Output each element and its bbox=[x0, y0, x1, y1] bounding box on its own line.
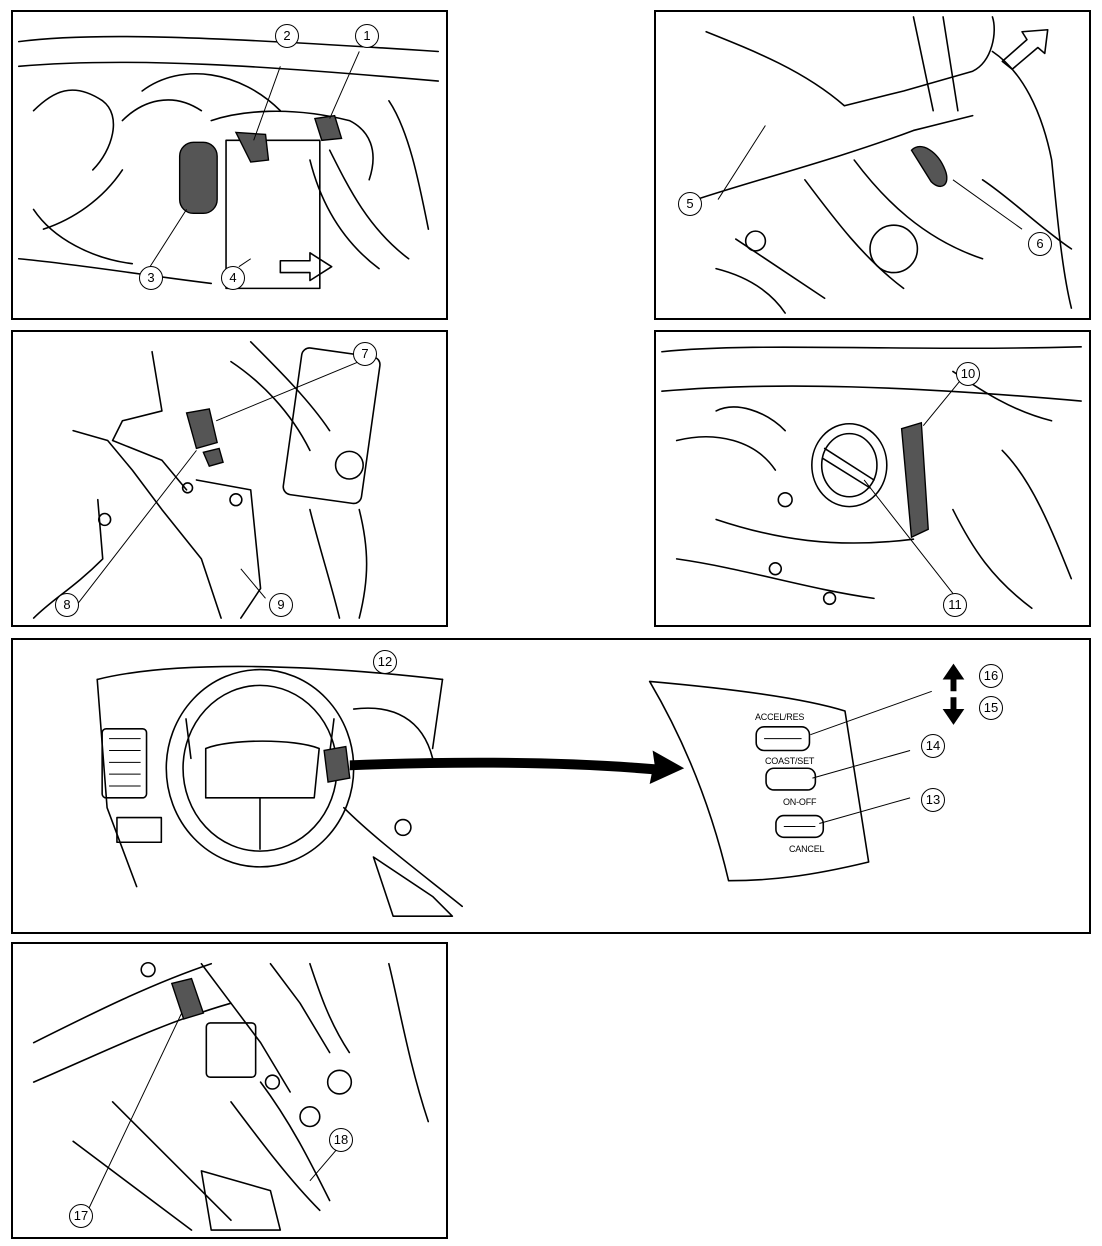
panel-e-drawing bbox=[96, 665, 464, 918]
callout-7: 7 bbox=[353, 342, 377, 366]
callout-4: 4 bbox=[221, 266, 245, 290]
panel-steering-switch: ACCEL/RES COAST/SET ON-OFF CANCEL 12 13 … bbox=[11, 638, 1091, 934]
callout-5: 5 bbox=[678, 192, 702, 216]
accel-res-label: ACCEL/RES bbox=[755, 712, 805, 722]
callout-2: 2 bbox=[275, 24, 299, 48]
callout-14: 14 bbox=[921, 734, 945, 758]
callout-12: 12 bbox=[373, 650, 397, 674]
callout-9: 9 bbox=[269, 593, 293, 617]
cancel-label: CANCEL bbox=[789, 844, 825, 854]
direction-arrow-icon bbox=[279, 252, 333, 282]
panel-pedal-area: 7 8 9 bbox=[11, 330, 448, 627]
panel-engine-bay-left: 1 2 3 4 bbox=[11, 10, 448, 320]
switch-plate-drawing bbox=[648, 680, 932, 882]
callout-10: 10 bbox=[956, 362, 980, 386]
callout-11: 11 bbox=[943, 593, 967, 617]
callout-3: 3 bbox=[139, 266, 163, 290]
up-arrow-icon bbox=[942, 663, 965, 692]
callout-1: 1 bbox=[355, 24, 379, 48]
direction-arrow-icon bbox=[1001, 28, 1049, 71]
callout-8: 8 bbox=[55, 593, 79, 617]
callout-17: 17 bbox=[69, 1204, 93, 1228]
panel-throttle-body: 10 11 bbox=[654, 330, 1091, 627]
callout-15: 15 bbox=[979, 696, 1003, 720]
callout-6: 6 bbox=[1028, 232, 1052, 256]
panel-brake-area: 17 18 bbox=[11, 942, 448, 1239]
panel-engine-bay-right: 5 6 bbox=[654, 10, 1091, 320]
panel-a-drawing bbox=[17, 35, 440, 290]
callout-13: 13 bbox=[921, 788, 945, 812]
panel-d-drawing bbox=[661, 346, 1082, 610]
pointer-arrow-icon bbox=[349, 750, 685, 785]
down-arrow-icon bbox=[942, 697, 965, 725]
panel-f-drawing bbox=[32, 961, 430, 1231]
on-off-label: ON-OFF bbox=[783, 797, 817, 807]
coast-set-label: COAST/SET bbox=[765, 756, 815, 766]
callout-18: 18 bbox=[329, 1128, 353, 1152]
callout-16: 16 bbox=[979, 664, 1003, 688]
panel-c-drawing bbox=[32, 341, 381, 619]
panel-b-drawing bbox=[695, 16, 1073, 314]
